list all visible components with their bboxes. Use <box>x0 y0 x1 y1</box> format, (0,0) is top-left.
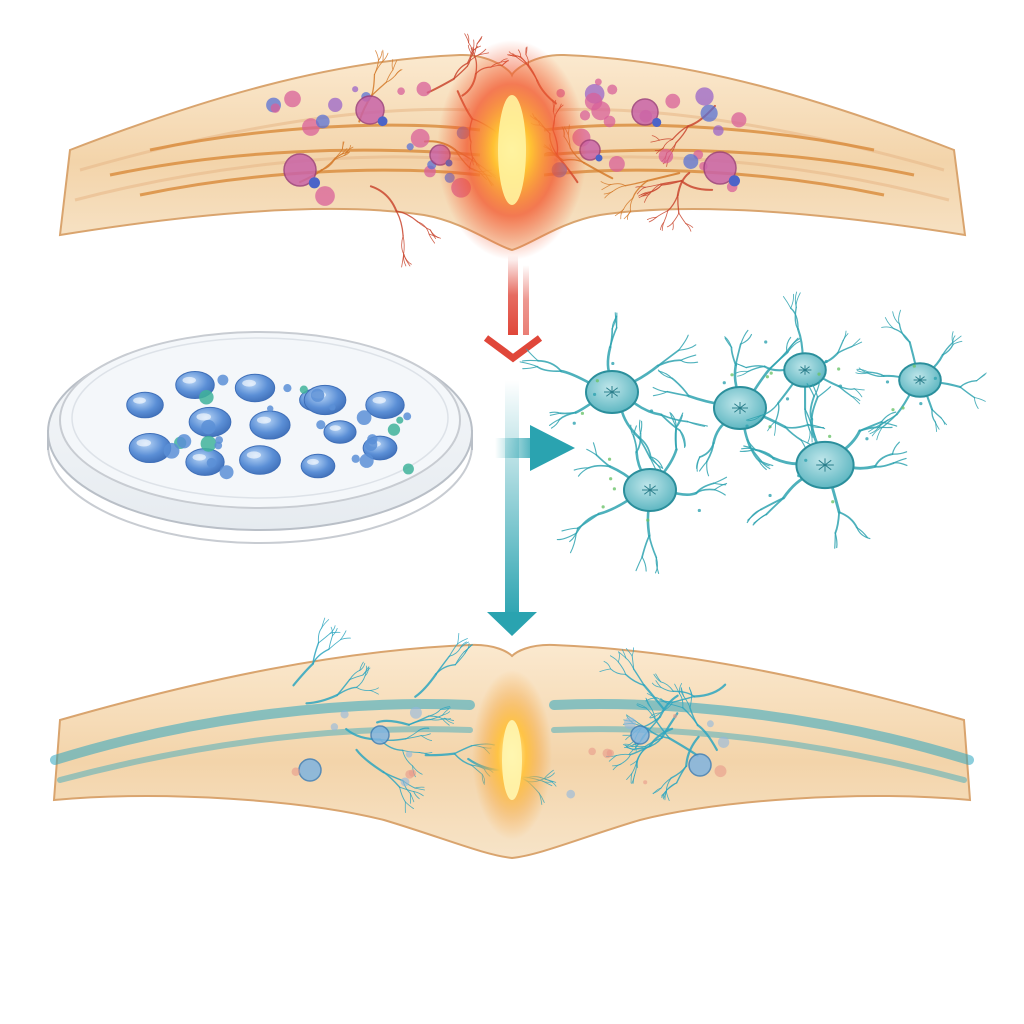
immune-cells <box>266 78 747 206</box>
petri-dish-icon <box>47 331 473 544</box>
cultured-stem-cells <box>126 371 414 480</box>
arrow-down-icon <box>487 380 537 636</box>
neuron-icon <box>652 329 826 477</box>
integrated-cells <box>291 706 730 799</box>
neuron-icon <box>855 309 987 441</box>
injured-tissue-panel <box>58 33 967 268</box>
neuron-icon <box>556 411 728 574</box>
neuron-icon <box>519 312 708 474</box>
regenerated-tissue-panel <box>50 617 974 860</box>
differentiated-cells-panel <box>519 291 987 574</box>
arrow-down-icon <box>483 255 543 363</box>
neuron-icon <box>734 291 865 444</box>
neuron-icon <box>739 379 908 549</box>
